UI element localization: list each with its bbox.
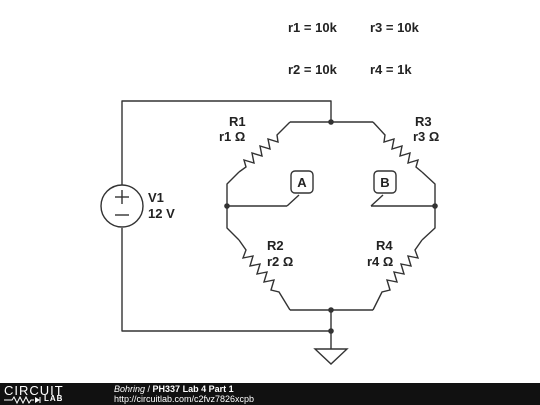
author-name[interactable]: Bohring	[114, 384, 146, 394]
probe-a-label: A	[297, 175, 307, 190]
r2-name: R2	[267, 238, 284, 253]
meta-separator: /	[145, 384, 153, 394]
resistor-r2[interactable]	[238, 239, 291, 311]
circuitlab-logo[interactable]: CIRCUIT LAB	[4, 383, 96, 404]
ground-icon[interactable]	[313, 348, 349, 365]
circuit-schematic: r1 = 10k r3 = 10k r2 = 10k r4 = 1k A B R…	[100, 20, 439, 365]
resistor-r1[interactable]	[238, 121, 291, 173]
probe-b-lead[interactable]	[370, 194, 384, 207]
v1-value: 12 V	[148, 206, 175, 221]
junction-ground	[328, 328, 334, 334]
probe-b-box[interactable]	[373, 170, 397, 194]
junction-top	[328, 119, 334, 125]
param-r2: r2 = 10k	[288, 62, 338, 77]
wire-top[interactable]	[121, 100, 332, 185]
junction-b	[432, 203, 438, 209]
logo-text-circuit: CIRCUIT	[4, 383, 64, 398]
r4-value: r4 Ω	[367, 254, 393, 269]
param-r4: r4 = 1k	[370, 62, 412, 77]
probe-a-box[interactable]	[290, 170, 314, 194]
voltage-source-v1[interactable]	[100, 184, 144, 228]
r3-value: r3 Ω	[413, 129, 439, 144]
probe-a-lead[interactable]	[286, 194, 300, 207]
resistor-logo-icon	[4, 396, 41, 404]
junction-a	[224, 203, 230, 209]
footer-bar: CIRCUIT LAB Bohring / PH337 Lab 4 Part 1…	[0, 383, 540, 405]
resistor-r3[interactable]	[372, 121, 423, 173]
r3-name: R3	[415, 114, 432, 129]
circuit-meta: Bohring / PH337 Lab 4 Part 1 http://circ…	[114, 384, 254, 404]
r2-value: r2 Ω	[267, 254, 293, 269]
circuit-title[interactable]: PH337 Lab 4 Part 1	[152, 384, 234, 394]
r1-name: R1	[229, 114, 246, 129]
param-r3: r3 = 10k	[370, 20, 420, 35]
r1-value: r1 Ω	[219, 129, 245, 144]
resistor-r4[interactable]	[372, 239, 423, 311]
r4-name: R4	[376, 238, 393, 253]
wire-bottom[interactable]	[121, 228, 331, 332]
circuit-url[interactable]: http://circuitlab.com/c2fvz7826xcpb	[114, 394, 255, 404]
v1-name: V1	[148, 190, 164, 205]
param-r1: r1 = 10k	[288, 20, 338, 35]
junction-bottom	[328, 307, 334, 313]
probe-b-label: B	[380, 175, 389, 190]
logo-text-lab: LAB	[44, 394, 64, 403]
